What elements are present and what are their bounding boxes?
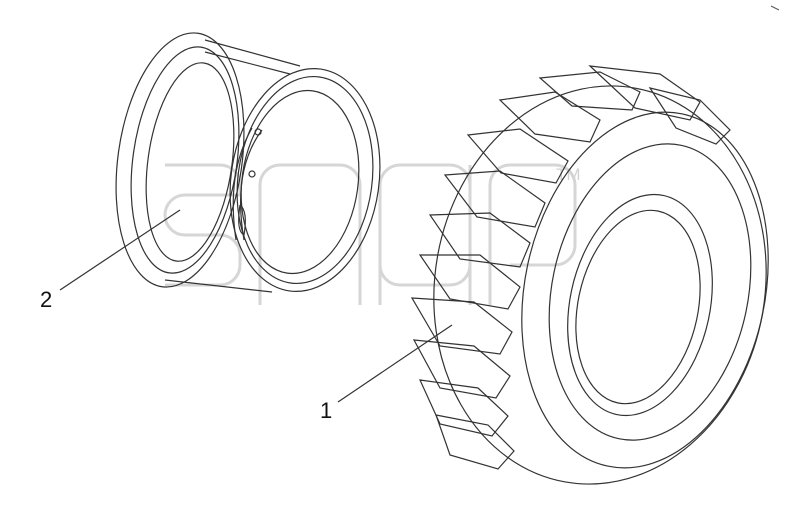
callout-leader-2 [59, 209, 181, 291]
tread-lugs [410, 65, 731, 470]
watermark-logo [163, 163, 577, 305]
callout-label-1: 1 [320, 398, 332, 423]
corner-mark [770, 5, 780, 11]
trademark-mark: TM [556, 165, 581, 184]
tire [410, 65, 769, 485]
wheel-rim [115, 32, 381, 293]
callout-label-2: 2 [40, 287, 52, 312]
callout-leader-1 [337, 324, 453, 403]
